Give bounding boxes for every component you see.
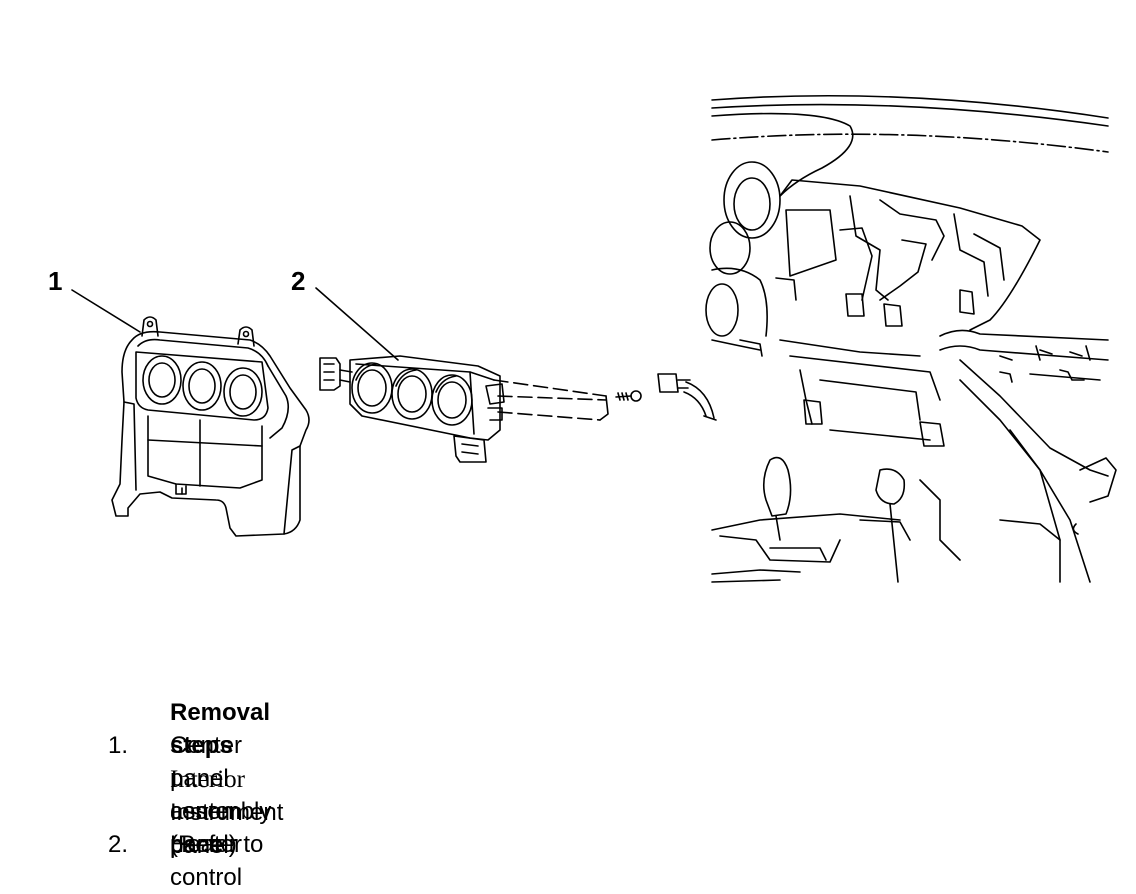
screw (616, 391, 641, 401)
center-panel-assembly (72, 290, 309, 536)
callout-2-label: 2 (291, 266, 306, 296)
step-2-number: 2. (108, 831, 129, 858)
callout-1-leader (72, 290, 140, 332)
step-2-line-1: Heater control (170, 831, 243, 891)
step-1-line-1: Center panel assembly (Refer to (170, 732, 272, 858)
harness-connector (658, 374, 716, 420)
callout-1-label: 1 (48, 266, 63, 296)
step-1-number: 1. (108, 732, 129, 759)
step-1-reference[interactable]: Interior (170, 766, 245, 793)
step-1-line-2-text: Instrument panel (170, 799, 284, 859)
vehicle-dashboard (706, 96, 1116, 582)
step-1-line-3: center panel) (170, 798, 237, 858)
callout-2-leader (316, 288, 398, 360)
removal-steps-title: Removal steps (170, 699, 271, 759)
step-1-line-2: Interior Instrument panel (170, 763, 283, 862)
heater-control (316, 288, 608, 462)
